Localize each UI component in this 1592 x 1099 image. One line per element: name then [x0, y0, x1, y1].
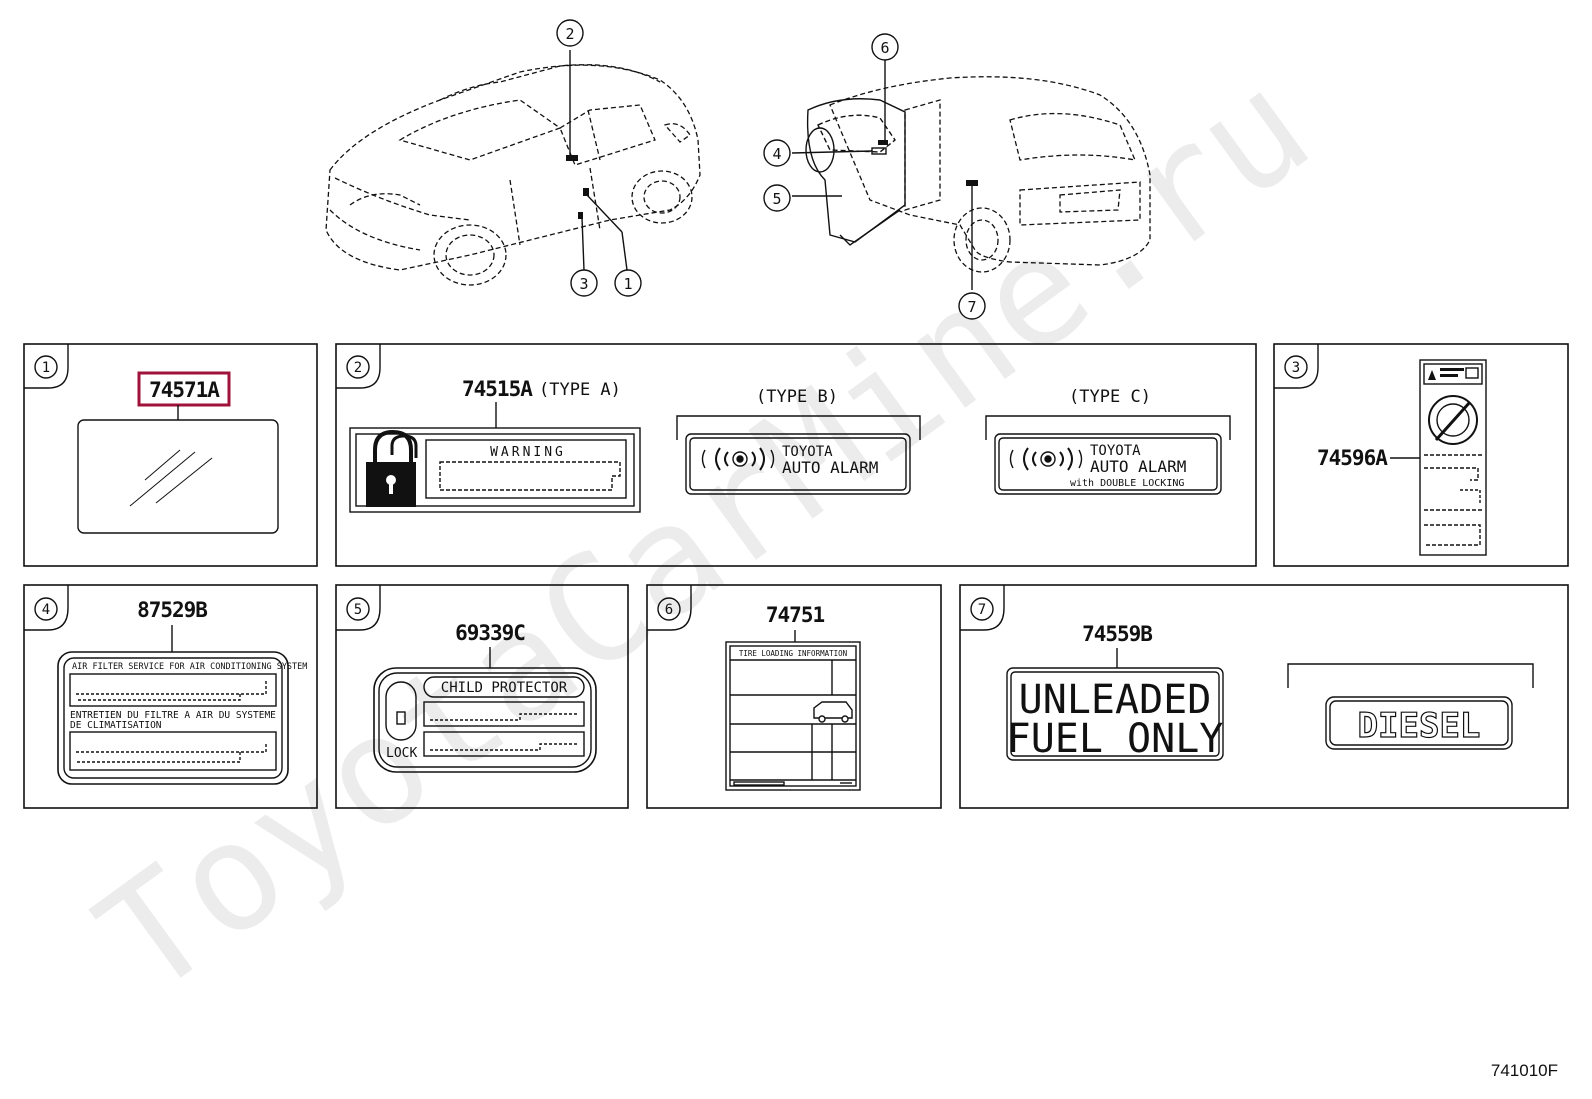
unleaded-text: UNLEADED	[1019, 677, 1212, 723]
svg-text:7: 7	[978, 602, 986, 618]
svg-text:1: 1	[623, 275, 632, 293]
part-number-69339C[interactable]: 69339C	[455, 621, 526, 645]
part-number-74515A[interactable]: 74515A	[462, 377, 534, 401]
fuel-cap-label-74596A	[1419, 359, 1487, 556]
callout-2-top[interactable]: 2	[556, 19, 584, 47]
warning-label-type-a: WARNING	[349, 427, 641, 513]
panel-3: 3 74596A	[1273, 343, 1569, 567]
alarm-label-type-b: TOYOTA AUTO ALARM	[685, 433, 911, 495]
panel-5: 5 69339C LOCK CHILD PROTECTOR	[335, 584, 629, 809]
rear-car-illustration	[829, 76, 1151, 273]
svg-text:5: 5	[772, 190, 781, 208]
svg-text:1: 1	[42, 360, 50, 376]
alarm-label-type-c: TOYOTA AUTO ALARM with DOUBLE LOCKING	[994, 433, 1222, 495]
part-number-74559B[interactable]: 74559B	[1082, 622, 1153, 646]
panel-1: 1 74571A	[23, 343, 318, 567]
suv-icon	[813, 701, 853, 723]
auto-alarm-text-c: AUTO ALARM	[1090, 457, 1186, 476]
label-marker-7	[966, 180, 978, 186]
svg-text:3: 3	[1292, 360, 1300, 376]
svg-text:2: 2	[565, 25, 574, 43]
alarm-siren-icon	[701, 447, 775, 471]
svg-text:4: 4	[42, 602, 50, 618]
warning-text: WARNING	[490, 445, 566, 460]
panel-4: 4 87529B AIR FILTER SERVICE FOR AIR COND…	[23, 584, 318, 809]
tire-loading-text: TIRE LOADING INFORMATION	[739, 649, 847, 658]
panel-2: 2 74515A (TYPE A) WARNING (TYPE B)	[335, 343, 1257, 567]
diesel-label: DIESEL	[1325, 696, 1513, 750]
callout-6-top[interactable]: 6	[871, 33, 899, 61]
glass-label-74571A	[77, 419, 279, 534]
label-marker-3	[578, 212, 583, 219]
svg-text:2: 2	[354, 360, 362, 376]
padlock-icon	[366, 429, 418, 507]
double-locking-text: with DOUBLE LOCKING	[1070, 478, 1184, 489]
child-protector-text: CHILD PROTECTOR	[441, 680, 568, 696]
svg-text:6: 6	[665, 602, 673, 618]
part-74571A-highlight[interactable]	[137, 371, 231, 407]
callout-1-top[interactable]: 1	[614, 269, 642, 297]
unleaded-fuel-label: UNLEADED FUEL ONLY	[1006, 667, 1224, 762]
callout-4-top[interactable]: 4	[763, 139, 791, 167]
label-marker-2	[566, 155, 578, 161]
toyota-text-b: TOYOTA	[782, 444, 833, 460]
panel-2-callout: 2	[336, 344, 381, 389]
child-protector-label-69339C: LOCK CHILD PROTECTOR	[373, 667, 597, 773]
fuel-only-text: FUEL ONLY	[1007, 716, 1224, 762]
air-filter-text-en: AIR FILTER SERVICE FOR AIR CONDITIONING …	[72, 662, 307, 672]
svg-text:6: 6	[880, 39, 889, 57]
diesel-text: DIESEL	[1358, 706, 1481, 746]
panel-3-callout: 3	[1274, 344, 1319, 389]
auto-alarm-text-b: AUTO ALARM	[782, 458, 878, 477]
open-door-illustration	[805, 98, 906, 246]
callout-7-top[interactable]: 7	[958, 292, 986, 320]
toyota-text-c: TOYOTA	[1090, 443, 1141, 459]
air-filter-label-87529B: AIR FILTER SERVICE FOR AIR CONDITIONING …	[57, 651, 307, 785]
callout-5-top[interactable]: 5	[763, 184, 791, 212]
type-b-label: (TYPE B)	[756, 387, 838, 407]
lock-text: LOCK	[386, 746, 417, 761]
type-c-label: (TYPE C)	[1069, 387, 1151, 407]
panel-6-callout: 6	[647, 585, 692, 631]
svg-text:5: 5	[354, 602, 362, 618]
diagram-code: 741010F	[1490, 1061, 1558, 1080]
panel-6: 6 74751 TIRE LOADING INFORMATION	[646, 584, 942, 809]
svg-text:3: 3	[579, 275, 588, 293]
tire-loading-label-74751: TIRE LOADING INFORMATION	[725, 641, 861, 791]
part-number-87529B[interactable]: 87529B	[137, 598, 208, 622]
air-filter-text-fr1: ENTRETIEN DU FILTRE A AIR DU SYSTEME	[70, 710, 276, 721]
alarm-siren-icon	[1009, 447, 1083, 471]
svg-text:7: 7	[967, 298, 976, 316]
panel-1-callout: 1	[24, 344, 69, 389]
part-number-74751[interactable]: 74751	[766, 603, 826, 627]
panel-7-callout: 7	[960, 585, 1005, 631]
front-car-illustration	[325, 64, 701, 286]
label-marker-6	[878, 140, 888, 145]
svg-text:4: 4	[772, 145, 781, 163]
label-marker-1	[583, 188, 589, 196]
part-number-74596A[interactable]: 74596A	[1317, 446, 1389, 470]
type-a-label: (TYPE A)	[539, 380, 621, 400]
part-number-74571A[interactable]: 74571A	[149, 378, 221, 402]
panel-4-callout: 4	[24, 585, 69, 631]
callout-3-top[interactable]: 3	[570, 269, 598, 297]
panel-7: 7 74559B UNLEADED FUEL ONLY DIESEL	[959, 584, 1569, 809]
panel-5-callout: 5	[336, 585, 381, 631]
air-filter-text-fr2: DE CLIMATISATION	[70, 720, 162, 731]
